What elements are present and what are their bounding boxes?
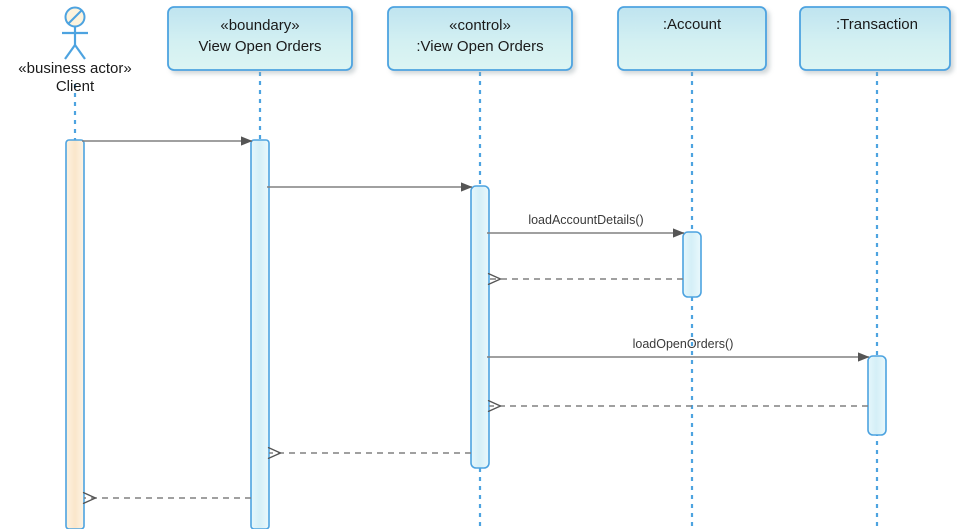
lifeline-label-account: :Account bbox=[663, 16, 722, 33]
lifeline-box-control[interactable]: «control» :View Open Orders bbox=[387, 6, 573, 71]
activation-bar-account[interactable] bbox=[682, 231, 702, 298]
stick-figure-actor-icon bbox=[62, 6, 88, 60]
activation-bar-transaction[interactable] bbox=[867, 355, 887, 436]
lifeline-box-rect bbox=[799, 6, 951, 71]
actor-label: Client bbox=[56, 78, 95, 95]
lifeline-box-transaction[interactable]: :Transaction bbox=[799, 6, 951, 71]
actor-stereotype: «business actor» bbox=[18, 60, 131, 77]
message-load-account-details[interactable]: loadAccountDetails() bbox=[487, 213, 685, 238]
message-label-load-account-details: loadAccountDetails() bbox=[528, 213, 643, 227]
message-load-open-orders[interactable]: loadOpenOrders() bbox=[487, 337, 870, 362]
lifeline-box-rect bbox=[167, 6, 353, 71]
lifeline-box-rect bbox=[387, 6, 573, 71]
actor-client[interactable]: «business actor» Client bbox=[18, 6, 132, 96]
lifeline-label-boundary: View Open Orders bbox=[198, 38, 321, 55]
lifeline-box-rect bbox=[617, 6, 767, 71]
activation-bar-control[interactable] bbox=[470, 185, 490, 469]
activation-bars bbox=[65, 139, 887, 529]
lifeline-stereotype-boundary: «boundary» bbox=[220, 17, 299, 34]
lifeline-stereotype-control: «control» bbox=[449, 17, 511, 34]
activation-bar-boundary[interactable] bbox=[250, 139, 270, 529]
messages: loadAccountDetails() loadOpenOrders() bbox=[82, 136, 870, 498]
message-label-load-open-orders: loadOpenOrders() bbox=[633, 337, 734, 351]
lifeline-label-control: :View Open Orders bbox=[416, 38, 543, 55]
activation-bar-client[interactable] bbox=[65, 139, 85, 529]
lifeline-label-transaction: :Transaction bbox=[836, 16, 918, 33]
lifeline-box-boundary[interactable]: «boundary» View Open Orders bbox=[167, 6, 353, 71]
lifeline-box-account[interactable]: :Account bbox=[617, 6, 767, 71]
